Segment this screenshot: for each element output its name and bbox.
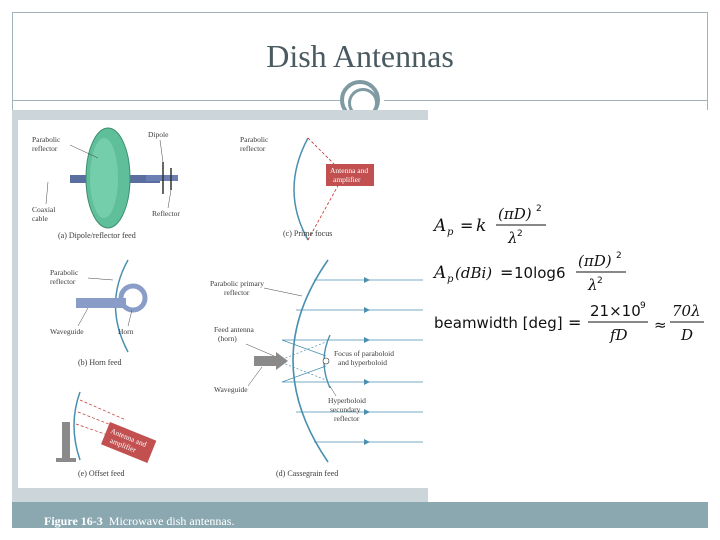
- antenna-amplifier-box: [326, 164, 374, 186]
- title-rule-left: [12, 100, 340, 101]
- panel-a-dipole-feed: Parabolic reflector Dipole Coaxial cable…: [32, 127, 180, 240]
- antenna-diagram-svg: Parabolic reflector Dipole Coaxial cable…: [32, 127, 423, 478]
- primary-reflector-shape: [292, 259, 329, 463]
- beamwidth-approx: ≈: [654, 316, 667, 334]
- panel-d-sublabel: (d) Cassegrain feed: [276, 469, 338, 478]
- gain-lhs-symbol: A: [432, 216, 446, 236]
- label-waveguide-b: Waveguide: [50, 327, 84, 336]
- gain-numerator: (πD): [498, 205, 532, 223]
- formula-beamwidth: beamwidth [deg] = 21×10 9 fD ≈ 70λ D: [434, 301, 704, 344]
- label-parabolic-c1: Parabolic: [240, 135, 269, 144]
- label-feed-antenna-1: Feed antenna: [214, 325, 254, 334]
- slide-title: Dish Antennas: [266, 38, 454, 74]
- gain-denominator: λ: [507, 229, 518, 247]
- dbi-denominator: λ: [587, 276, 598, 294]
- label-hyperboloid-2: secondary: [330, 405, 361, 414]
- focus-point: [322, 357, 330, 365]
- label-antenna-amp-c1: Antenna and: [330, 166, 368, 175]
- offset-antenna-box: Antenna and amplifier: [101, 422, 157, 463]
- beamwidth-num-exp-1: 9: [640, 301, 646, 311]
- panel-e-offset-feed: Antenna and amplifier (e) Offset feed: [56, 391, 157, 478]
- panel-d-cassegrain-feed: Parabolic primary reflector Feed antenna…: [210, 259, 423, 478]
- panel-c-prime-focus: Antenna and amplifier Parabolic reflecto…: [240, 135, 374, 241]
- dbi-lhs-symbol: A: [432, 263, 446, 283]
- label-parabolic-c2: reflector: [240, 144, 266, 153]
- label-focus-2: and hyperboloid: [338, 358, 387, 367]
- antenna-figure: Parabolic reflector Dipole Coaxial cable…: [18, 120, 428, 488]
- dbi-equals: =: [500, 263, 513, 282]
- formula-gain: A p = k (πD) 2 λ 2: [432, 204, 546, 247]
- caption-text: Microwave dish antennas.: [108, 514, 235, 528]
- label-coaxial-1: Coaxial: [32, 205, 55, 214]
- label-primary-reflector-2: reflector: [224, 288, 250, 297]
- waveguide-shape: [76, 298, 126, 308]
- panel-b-horn-feed: Parabolic reflector Waveguide Horn (b) H…: [50, 259, 148, 367]
- label-primary-reflector-1: Parabolic primary: [210, 279, 264, 288]
- caption-bar: [12, 502, 708, 528]
- label-focus-1: Focus of paraboloid: [334, 349, 394, 358]
- label-horn: Horn: [118, 327, 134, 336]
- gain-equals: =: [460, 216, 473, 235]
- gain-num-exp: 2: [536, 204, 542, 214]
- label-parabolic-b2: reflector: [50, 277, 76, 286]
- beamwidth-equals: =: [568, 313, 581, 332]
- formula-gain-dbi: A p (dBi) = 10log6 (πD) 2 λ 2: [432, 251, 626, 294]
- dbi-numerator: (πD): [578, 252, 612, 270]
- cassegrain-horn-shape: [276, 352, 288, 370]
- cassegrain-waveguide-shape: [254, 356, 276, 366]
- label-coaxial-2: cable: [32, 214, 48, 223]
- label-reflector: Reflector: [152, 209, 180, 218]
- label-parabolic-reflector-a1: Parabolic: [32, 135, 61, 144]
- dbi-den-exp: 2: [597, 276, 603, 286]
- label-hyperboloid-1: Hyperboloid: [328, 396, 366, 405]
- formula-panel: A p = k (πD) 2 λ 2 A p (dBi) = 10log6 (π…: [428, 110, 708, 502]
- label-parabolic-reflector-a2: reflector: [32, 144, 58, 153]
- gain-coef: k: [476, 216, 486, 236]
- dbi-num-exp: 2: [616, 251, 622, 261]
- dbi-lhs-unit: (dBi): [455, 264, 492, 282]
- gain-den-exp: 2: [517, 229, 523, 239]
- label-dipole: Dipole: [148, 130, 169, 139]
- panel-b-sublabel: (b) Horn feed: [78, 358, 122, 367]
- horn-shape: [118, 283, 148, 313]
- dbi-lhs-sub: p: [447, 274, 454, 285]
- label-parabolic-b1: Parabolic: [50, 268, 79, 277]
- formula-svg: A p = k (πD) 2 λ 2 A p (dBi) = 10log6 (π…: [432, 204, 704, 344]
- panel-a-sublabel: (a) Dipole/reflector feed: [58, 231, 136, 240]
- beamwidth-denominator-1: fD: [609, 326, 628, 344]
- label-hyperboloid-3: reflector: [334, 414, 360, 423]
- prime-reflector-shape: [293, 137, 309, 241]
- gain-lhs-sub: p: [447, 227, 454, 238]
- panel-e-sublabel: (e) Offset feed: [78, 469, 125, 478]
- caption-number: Figure 16-3: [44, 514, 103, 528]
- label-antenna-amp-c2: amplifier: [333, 175, 361, 184]
- label-feed-antenna-2: (horn): [218, 334, 237, 343]
- dbi-coef: 10log6: [514, 264, 566, 282]
- label-cassegrain-waveguide: Waveguide: [214, 385, 248, 394]
- beamwidth-denominator-2: D: [680, 326, 693, 344]
- beamwidth-lhs: beamwidth [deg]: [434, 314, 563, 332]
- panel-c-sublabel: (c) Prime focus: [283, 229, 332, 238]
- beamwidth-numerator-2: 70λ: [672, 302, 701, 320]
- figure-caption: Figure 16-3 Microwave dish antennas.: [44, 514, 234, 529]
- title-rule-right: [384, 100, 708, 101]
- beamwidth-numerator-1: 21×10: [590, 302, 641, 320]
